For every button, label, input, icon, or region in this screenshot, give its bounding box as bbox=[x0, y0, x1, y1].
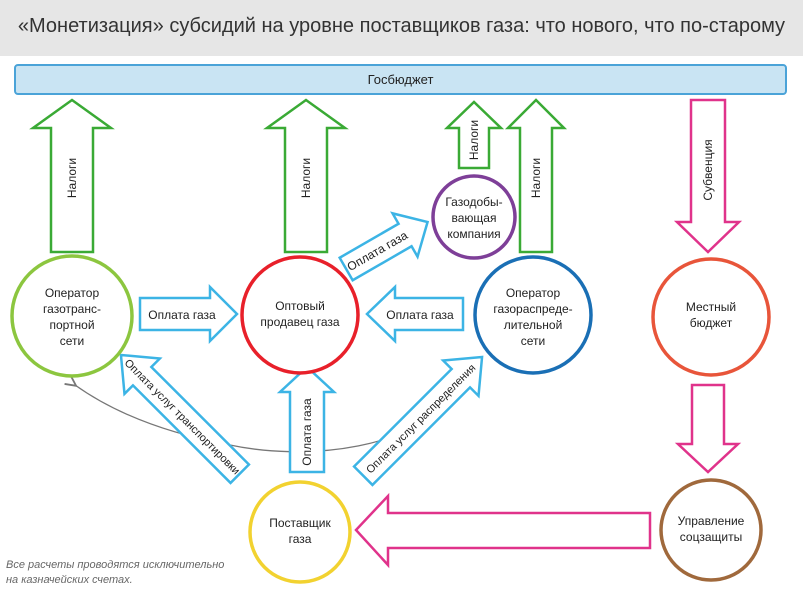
gas-pay-arrow-producer bbox=[337, 211, 430, 282]
social-line1: Управление bbox=[678, 514, 745, 528]
supplier-line2: газа bbox=[289, 532, 312, 546]
subvention-arrow bbox=[673, 98, 743, 254]
producer-line1: Газодобы- bbox=[445, 195, 502, 209]
tax-arrow-wholesaler bbox=[263, 98, 349, 254]
gas-pay-arrow-left bbox=[138, 283, 239, 345]
gas-pay-label-left: Оплата газа bbox=[148, 308, 216, 322]
tax-label-gds: Налоги bbox=[529, 158, 543, 198]
tax-arrow-gds bbox=[504, 98, 568, 254]
state-budget-bar: Госбюджет bbox=[14, 64, 787, 95]
wholesaler-line2: продавец газа bbox=[260, 315, 340, 329]
tax-arrow-gts bbox=[29, 98, 115, 254]
state-budget-label: Госбюджет bbox=[367, 72, 434, 87]
title-bar: «Монетизация» субсидий на уровне поставщ… bbox=[0, 0, 803, 56]
distribution-pay-label: Оплата услуг распределения bbox=[364, 362, 478, 476]
local-budget-line2: бюджет bbox=[690, 316, 733, 330]
page-title: «Монетизация» субсидий на уровне поставщ… bbox=[17, 15, 786, 37]
gts-line4: сети bbox=[60, 334, 84, 348]
transport-pay-label: Оплата услуг транспортировки bbox=[122, 357, 242, 477]
gds-line2: газораспреде- bbox=[493, 302, 572, 316]
distribution-pay-arrow bbox=[352, 355, 484, 487]
node-social-dept: Управление соцзащиты bbox=[659, 478, 763, 582]
footnote: Все расчеты проводятся исключительно на … bbox=[6, 558, 266, 588]
tax-label-gts: Налоги bbox=[65, 158, 79, 198]
social-to-supplier-arrow bbox=[354, 492, 652, 569]
gts-line3: портной bbox=[49, 318, 94, 332]
footnote-line2: на казначейских счетах. bbox=[6, 574, 133, 586]
gds-line3: лительной bbox=[504, 318, 563, 332]
subvention-label: Субвенция bbox=[701, 139, 715, 200]
node-gts-operator: Оператор газотранс- портной сети bbox=[10, 254, 134, 378]
local-budget-line1: Местный bbox=[686, 300, 736, 314]
gts-line2: газотранс- bbox=[43, 302, 101, 316]
footnote-line1: Все расчеты проводятся исключительно bbox=[6, 559, 225, 571]
node-local-budget: Местный бюджет bbox=[651, 257, 771, 377]
gas-pay-label-up: Оплата газа bbox=[300, 398, 314, 466]
gds-line1: Оператор bbox=[506, 286, 561, 300]
node-gds-operator: Оператор газораспреде- лительной сети bbox=[473, 255, 593, 375]
producer-line2: вающая bbox=[452, 211, 497, 225]
producer-line3: компания bbox=[447, 227, 500, 241]
node-producer: Газодобы- вающая компания bbox=[431, 174, 517, 260]
gas-pay-label-right: Оплата газа bbox=[386, 308, 454, 322]
tax-label-producer: Налоги bbox=[467, 120, 481, 160]
tax-arrow-producer bbox=[443, 100, 505, 170]
gas-pay-arrow-up bbox=[276, 365, 338, 474]
node-wholesaler: Оптовый продавец газа bbox=[240, 255, 360, 375]
gds-line4: сети bbox=[521, 334, 545, 348]
wholesaler-line1: Оптовый bbox=[275, 299, 325, 313]
supplier-line1: Поставщик bbox=[269, 516, 331, 530]
tax-label-wholesaler: Налоги bbox=[299, 158, 313, 198]
gas-pay-arrow-right bbox=[365, 284, 465, 344]
node-supplier: Поставщик газа bbox=[248, 480, 352, 584]
gts-line1: Оператор bbox=[45, 286, 100, 300]
social-line2: соцзащиты bbox=[680, 530, 742, 544]
transport-pay-arrow bbox=[119, 353, 251, 485]
local-to-social-arrow bbox=[674, 383, 742, 474]
